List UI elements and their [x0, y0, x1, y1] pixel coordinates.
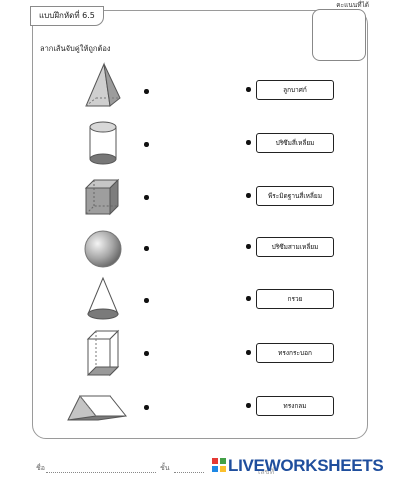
match-dot-left-3[interactable]	[144, 195, 149, 200]
answer-box-cylinder[interactable]: ทรงกระบอก	[256, 343, 334, 363]
worksheet-frame	[32, 10, 368, 439]
pyramid-icon	[85, 62, 121, 107]
sphere-icon	[84, 230, 122, 268]
answer-box-sphere[interactable]: ทรงกลม	[256, 396, 334, 416]
answer-box-square-pyramid[interactable]: พีระมิดฐานสี่เหลี่ยม	[256, 186, 334, 206]
instruction-text: ลากเส้นจับคู่ให้ถูกต้อง	[40, 44, 111, 53]
match-dot-right-5[interactable]	[246, 296, 251, 301]
name-label: ชื่อ	[36, 464, 45, 472]
cone-icon	[87, 276, 119, 320]
triangular-prism-icon	[67, 395, 128, 421]
match-dot-right-1[interactable]	[246, 87, 251, 92]
answer-box-square-prism[interactable]: ปริซึมสี่เหลี่ยม	[256, 133, 334, 153]
name-line[interactable]	[46, 472, 156, 473]
match-dot-left-6[interactable]	[144, 351, 149, 356]
match-dot-right-6[interactable]	[246, 350, 251, 355]
match-dot-left-2[interactable]	[144, 142, 149, 147]
match-dot-right-4[interactable]	[246, 244, 251, 249]
match-dot-left-7[interactable]	[144, 405, 149, 410]
match-dot-left-4[interactable]	[144, 246, 149, 251]
match-dot-left-5[interactable]	[144, 298, 149, 303]
number-label: เลขที่	[258, 468, 275, 476]
match-dot-right-3[interactable]	[246, 193, 251, 198]
answer-box-triangular-prism[interactable]: ปริซึมสามเหลี่ยม	[256, 237, 334, 257]
answer-box-cube[interactable]: ลูกบาศก์	[256, 80, 334, 100]
match-dot-right-7[interactable]	[246, 403, 251, 408]
class-label: ชั้น	[160, 464, 170, 472]
answer-box-cone[interactable]: กรวย	[256, 289, 334, 309]
cylinder-icon	[89, 121, 117, 165]
liveworksheets-logo-icon	[212, 458, 226, 472]
rectangular-prism-icon	[86, 329, 120, 377]
exercise-tab: แบบฝึกหัดที่ 6.5	[30, 6, 104, 26]
match-dot-right-2[interactable]	[246, 140, 251, 145]
score-box	[312, 9, 366, 61]
match-dot-left-1[interactable]	[144, 89, 149, 94]
cube-icon	[84, 178, 120, 216]
class-line[interactable]	[174, 472, 204, 473]
score-label: คะแนนที่ได้	[336, 1, 369, 9]
liveworksheets-brand: LIVEWORKSHEETS	[228, 456, 384, 475]
